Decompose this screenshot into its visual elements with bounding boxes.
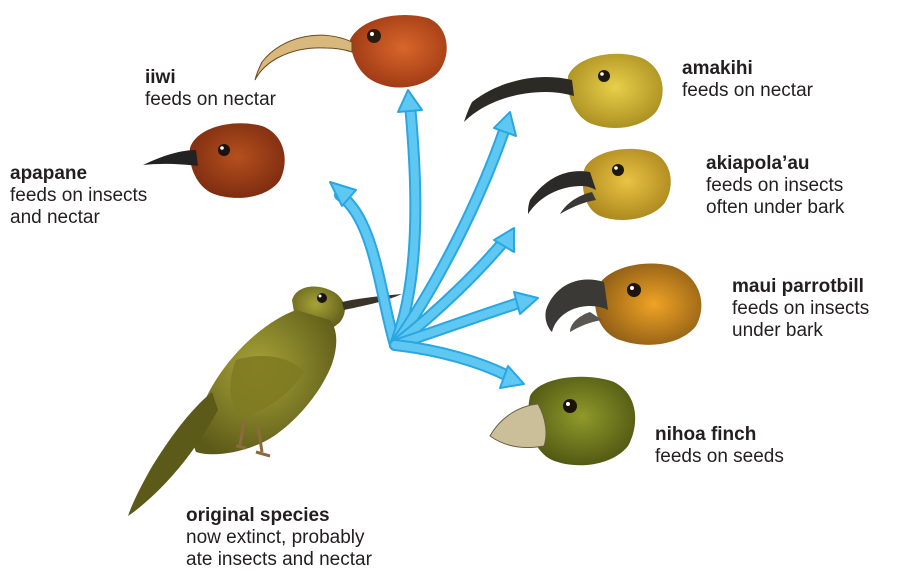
iiwi-label: iiwi feeds on nectar [145,67,276,111]
apapane-label: apapane feeds on insects and nectar [10,163,147,229]
iiwi-bird-image [255,15,447,88]
nihoa-finch-label: nihoa finch feeds on seeds [655,424,784,468]
maui-parrotbill-name: maui parrotbill [732,276,869,298]
apapane-diet-line-2: and nectar [10,207,147,229]
maui-parrotbill-bird-image [545,264,701,345]
original-species-note-line-1: now extinct, probably [186,527,372,549]
original-species-name: original species [186,505,372,527]
akiapolaau-diet-line-1: feeds on insects [706,175,844,197]
amakihi-label: amakihi feeds on nectar [682,58,813,102]
nihoa-finch-name: nihoa finch [655,424,784,446]
akiapolaau-diet-line-2: often under bark [706,197,844,219]
iiwi-name: iiwi [145,67,276,89]
amakihi-bird-image [464,54,663,128]
iiwi-diet: feeds on nectar [145,89,276,111]
original-species-label: original species now extinct, probably a… [186,505,372,571]
akiapolaau-bird-image [528,149,671,220]
maui-parrotbill-label: maui parrotbill feeds on insects under b… [732,276,869,342]
akiapolaau-label: akiapola’au feeds on insects often under… [706,153,844,219]
original-species-note-line-2: ate insects and nectar [186,549,372,571]
apapane-bird-image [143,123,285,198]
evolution-arrows [330,90,538,388]
nihoa-finch-diet: feeds on seeds [655,446,784,468]
amakihi-diet: feeds on nectar [682,80,813,102]
original-species-bird-image [128,286,402,516]
maui-parrotbill-diet-line-1: feeds on insects [732,298,869,320]
apapane-name: apapane [10,163,147,185]
arrow-to-nihoa-finch [395,345,524,388]
apapane-diet-line-1: feeds on insects [10,185,147,207]
nihoa-finch-bird-image [490,377,635,466]
akiapolaau-name: akiapola’au [706,153,844,175]
maui-parrotbill-diet-line-2: under bark [732,320,869,342]
amakihi-name: amakihi [682,58,813,80]
